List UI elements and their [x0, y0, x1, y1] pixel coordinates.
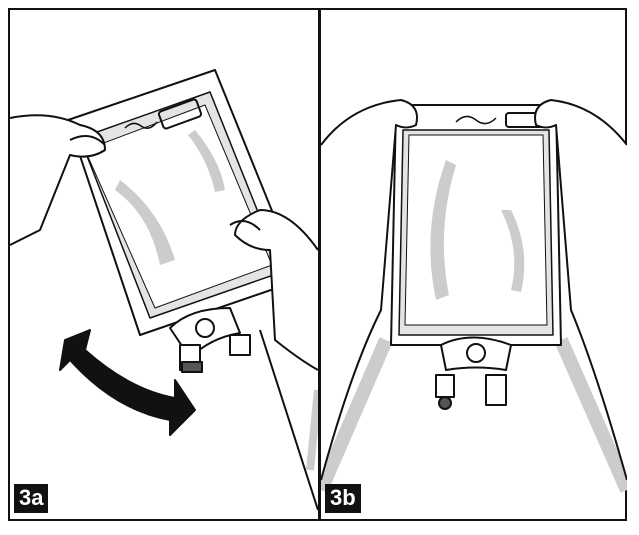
panel-divider	[318, 8, 321, 521]
shake-bag-illustration-icon	[10, 69, 318, 511]
panel-label-3b: 3b	[325, 484, 361, 513]
hold-bag-illustration-icon	[321, 99, 627, 493]
panel-label-3a: 3a	[14, 484, 49, 513]
panel-3a: 3a	[10, 10, 318, 519]
panel-3b: 3b	[321, 10, 627, 519]
